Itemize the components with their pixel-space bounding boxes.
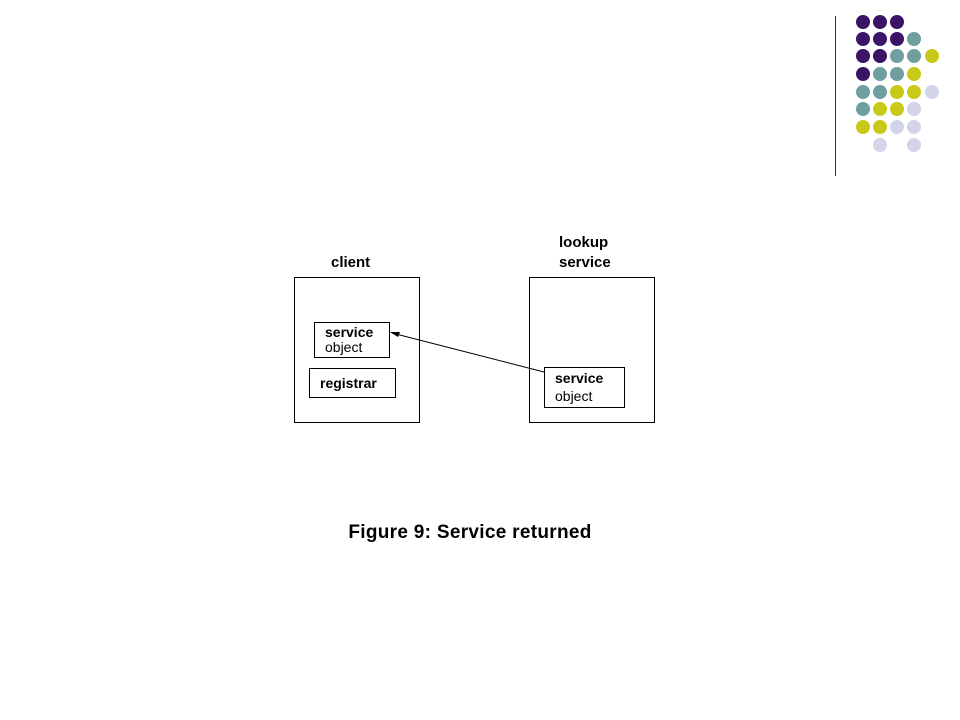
decorative-dot [890,102,904,116]
decorative-dot [873,120,887,134]
decorative-dot-grid [0,0,960,200]
lookup-service-object-line2: object [555,388,593,404]
decorative-dot [856,15,870,29]
decorative-dot [890,49,904,63]
lookup-label-line1: lookup [559,234,609,251]
decorative-dot [873,67,887,81]
client-service-object-line2: object [325,339,363,355]
decorative-dot [890,120,904,134]
decorative-dot [856,102,870,116]
lookup-label-line2: service [559,254,611,271]
decorative-dot [907,32,921,46]
decorative-dot [873,15,887,29]
lookup-service-object-line1: service [555,370,604,386]
decorative-dot [907,67,921,81]
decorative-dot [856,120,870,134]
decorative-dot [907,138,921,152]
decorative-dot [925,85,939,99]
client-service-object-box: service object [314,322,390,358]
figure-caption: Figure 9: Service returned [348,522,592,543]
decorative-dot [873,85,887,99]
decorative-dot [907,85,921,99]
decorative-dot [873,49,887,63]
lookup-service-object-box: service object [544,367,625,408]
registrar-box: registrar [309,368,396,398]
decorative-dot [907,120,921,134]
decorative-dot [890,32,904,46]
decorative-divider [835,16,836,176]
decorative-dot [856,49,870,63]
decorative-dot [873,102,887,116]
decorative-dot [890,85,904,99]
decorative-dot [925,49,939,63]
decorative-dot [890,15,904,29]
decorative-dot [856,32,870,46]
client-service-object-line1: service [325,324,374,340]
decorative-dot [856,85,870,99]
decorative-dot [907,102,921,116]
decorative-dot [873,138,887,152]
client-label: client [331,254,371,271]
decorative-dot [856,67,870,81]
decorative-dot [890,67,904,81]
decorative-dot [873,32,887,46]
decorative-dot [907,49,921,63]
